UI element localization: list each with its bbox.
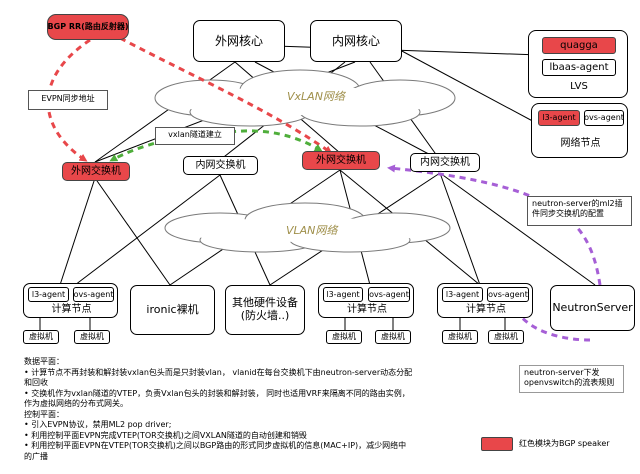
ml2-note-line-1: neutron-server的ml2插 (532, 199, 623, 208)
legend-red-swatch (481, 437, 513, 451)
flow-note-line-2: openvswitch的流表规则 (524, 378, 615, 388)
lbaas-agent-module: lbaas-agent (542, 59, 616, 76)
compute-node-1: l3-agent ovs-agent 计算节点 (23, 283, 118, 318)
note-line: • 引入EVPN协议，禁用ML2 pop driver; (24, 420, 172, 430)
compute1-ovs-agent: ovs-agent (73, 287, 114, 302)
ml2-sync-note: neutron-server的ml2插 件同步交换机的配置 (527, 196, 632, 226)
external-core-switch: 外网核心 (193, 20, 285, 62)
network-node-label: 网络节点 (560, 138, 601, 149)
external-switch-1: 外网交换机 (62, 162, 130, 181)
compute2-l3-agent: l3-agent (323, 287, 363, 302)
vxlan-tunnel-label: vxlan隧道建立 (155, 127, 235, 145)
note-line: • 交换机作为vxlan隧道的VTEP，负责Vxlan包头的封装和解封装， 同时… (24, 388, 410, 398)
compute1-label: 计算节点 (51, 304, 92, 315)
internal-switch-1: 内网交换机 (183, 156, 258, 175)
external-switch-2: 外网交换机 (302, 151, 380, 170)
vlan-cloud-label: VLAN网络 (286, 224, 338, 237)
ml2-note-line-2: 件同步交换机的配置 (532, 209, 604, 219)
bgp-route-reflector: BGP RR(路由反射器) (47, 14, 129, 40)
compute2-vm-1: 虚拟机 (326, 330, 362, 344)
compute1-vm-1: 虚拟机 (23, 330, 59, 344)
lvs-node: quagga lbaas-agent LVS (528, 30, 628, 98)
note-line: 数据平面： (24, 357, 64, 366)
evpn-sync-label: EVPN同步地址 (28, 90, 108, 110)
ironic-baremetal: ironic裸机 (130, 285, 215, 335)
flow-note-line-1: neutron-server下发 (524, 368, 600, 377)
compute1-l3-agent: l3-agent (28, 287, 69, 302)
compute3-l3-agent: l3-agent (442, 287, 483, 302)
hardware-line-2: (防火墙..) (240, 309, 290, 323)
compute2-vm-2: 虚拟机 (375, 330, 411, 344)
note-line: • 利用控制平面EVPN在VTEP(TOR交换机)之间以BGP路由的形式同步虚拟… (24, 441, 407, 451)
vxlan-cloud-label: VxLAN网络 (287, 90, 345, 103)
note-line: • 计算节点不再封装和解封装vxlan包头而是只封装vlan， vlanid在每… (24, 367, 413, 377)
note-line: 作为虚拟网络的分布式网关。 (24, 399, 128, 409)
compute1-vm-2: 虚拟机 (74, 330, 110, 344)
other-hardware: 其他硬件设备 (防火墙..) (225, 285, 305, 335)
hardware-line-1: 其他硬件设备 (232, 296, 298, 309)
notes-block: 数据平面： • 计算节点不再封装和解封装vxlan包头而是只封装vlan， vl… (24, 357, 412, 462)
compute3-vm-1: 虚拟机 (442, 330, 478, 344)
quagga-module: quagga (542, 37, 616, 54)
note-line: 的广播 (24, 451, 48, 461)
flow-table-note: neutron-server下发 openvswitch的流表规则 (519, 365, 624, 393)
compute3-ovs-agent: ovs-agent (487, 287, 529, 302)
l3-agent-module: l3-agent (538, 110, 580, 126)
note-line: • 利用控制平面EVPN完成VTEP(TOR交换机)之间VXLAN隧道的自动创建… (24, 430, 307, 440)
note-line: 和回收 (24, 378, 48, 388)
compute3-label: 计算节点 (466, 304, 506, 315)
compute2-label: 计算节点 (347, 304, 387, 315)
compute3-vm-2: 虚拟机 (488, 330, 524, 344)
neutron-server: NeutronServer (550, 285, 635, 331)
legend-text: 红色模块为BGP speaker (519, 439, 610, 448)
internal-core-switch: 内网核心 (310, 20, 402, 62)
lvs-label: LVS (570, 81, 588, 92)
internal-switch-2: 内网交换机 (410, 153, 480, 172)
network-node: l3-agent ovs-agent 网络节点 (531, 103, 628, 158)
compute-node-2: l3-agent ovs-agent 计算节点 (318, 283, 414, 318)
ovs-agent-module: ovs-agent (584, 110, 624, 126)
compute-node-3: l3-agent ovs-agent 计算节点 (437, 283, 533, 318)
note-line: 控制平面： (24, 409, 64, 419)
compute2-ovs-agent: ovs-agent (368, 287, 410, 302)
